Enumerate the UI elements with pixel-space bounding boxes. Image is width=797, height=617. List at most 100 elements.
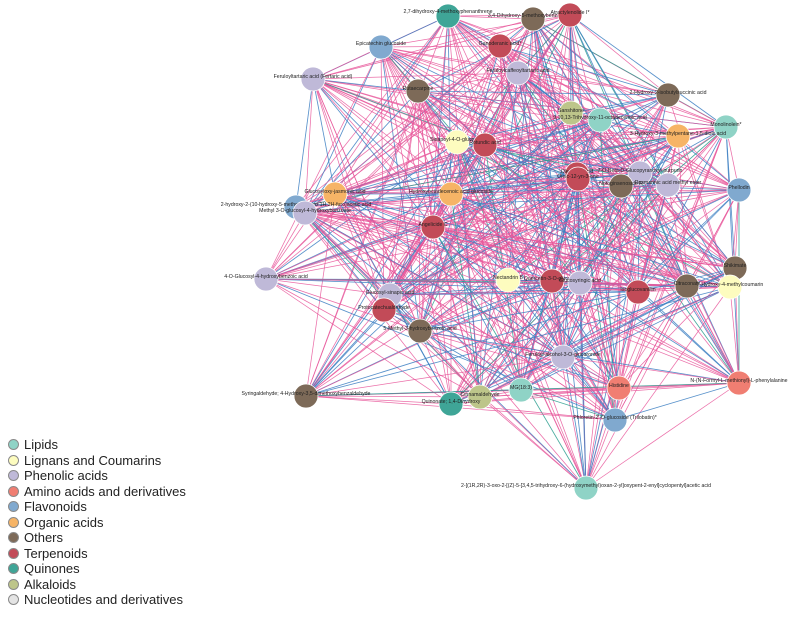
network-node: Atractylenolide I* [551,2,589,28]
network-node: Sinapoyl-4-O-glucoside [430,129,484,155]
edge [334,193,509,281]
edge [577,178,740,384]
node-label: Protocatechualdehyde [358,305,410,311]
edge [456,141,481,398]
node-circle [371,297,397,323]
edge [417,72,519,92]
edge [419,144,486,332]
node-label: Feruloylcaffeoyltartaric acid [486,68,549,74]
node-circle [508,377,534,403]
node-label: Cinnamaldehyde [461,392,500,398]
edge [447,15,620,389]
edge [305,291,639,397]
edge [484,144,581,284]
edge [577,178,587,489]
edge [419,330,481,398]
network-node: Monolinolein* [710,114,742,140]
network-node: Rotundic acid [469,132,501,158]
edge [380,46,679,137]
network-node: 3-Hydroxy-3-methylpentane-1,5-dioic acid [630,123,726,149]
edge [304,212,385,311]
edge [304,212,736,269]
legend-item-oth: Others [8,530,186,546]
edge [450,14,571,195]
edge [304,212,509,281]
node-label: Ganoderanic acid* [479,41,522,47]
network-node: Citraconate [674,273,700,299]
node-circle [467,384,493,410]
node-label: Feruloyl-alcohol-3-O-glucuronide [525,352,601,358]
node-label: Hydroxyoctadecenoic acid glucoside [409,189,493,195]
edge [334,193,736,269]
node-circle [292,200,318,226]
edge [334,15,449,195]
edge [305,185,622,397]
legend-label: Others [24,530,64,546]
edge [417,90,688,287]
node-label: 2,7-dihydroxy-4-methoxyphenanthrene [403,9,492,15]
edge [677,135,740,191]
edge [417,90,578,175]
node-label: Nectandrin B [493,275,524,281]
legend-item-org: Organic acids [8,515,186,531]
edge [618,285,688,389]
legend-label: Phenolic acids [24,468,108,484]
edge [570,94,669,114]
edge [499,45,679,137]
edge [312,78,553,282]
network-node: Cinnamaldehyde [461,384,500,410]
edge [305,226,434,397]
legend-swatch [8,439,19,451]
node-label: Notoginsenoside R [599,181,643,187]
edge [484,119,601,146]
edge [417,90,486,146]
network-node: Methyl 3-O-glucosyl-4-hydroxybenzoate [259,200,351,226]
edge [305,119,601,397]
node-circle [567,270,593,296]
edge [447,14,571,17]
network-node: Hydroxyoctadecenoic acid glucoside [409,181,493,207]
edge [517,72,578,175]
edge [614,126,727,421]
edge [334,45,501,195]
edge [304,212,616,421]
edge [456,141,639,293]
edge [295,206,731,288]
edge [265,278,391,296]
edge [419,330,620,389]
edge [450,193,736,269]
edge [639,94,669,174]
edge [450,94,669,195]
network-nodes: 2,7-dihydroxy-4-methoxyphenanthrene3,4-D… [221,2,788,501]
edge [585,189,740,489]
node-circle [505,60,531,86]
edge [569,14,669,96]
node-circle [655,82,681,108]
node-label: 3,4-Dihydroxy-5-methoxybenzaldehyde [488,13,578,19]
edge [380,45,501,48]
network-node: Ganoderanic acid* [479,33,522,59]
edge [304,78,314,214]
edge [484,72,519,146]
legend-label: Nucleotides and derivatives [24,592,183,608]
network-node: Notoginsenoside R [599,173,643,199]
legend-label: Alkaloids [24,576,77,592]
legend-label: Quinones [24,561,80,577]
edge [450,193,639,293]
edge [618,185,622,389]
network-node: 9,10,13-Trihydroxy-11-octadecenoic acid [553,107,647,133]
edge [520,184,669,391]
edge [432,226,522,391]
legend-swatch [8,485,19,497]
edge [334,141,458,195]
network-node: N-(N-Formyl-L-methionyl)-L-phenylalanine [690,370,788,396]
edge [456,141,731,288]
edge [419,226,434,332]
node-circle [557,2,583,28]
node-circle [435,3,461,29]
node-label: Methyl 3-O-glucosyl-4-hydroxybenzoate [259,208,351,214]
node-label: 3-Hydroxy-3-methylpentane-1,5-dioic acid [630,131,726,137]
edge [295,45,501,208]
node-circle [573,475,599,501]
